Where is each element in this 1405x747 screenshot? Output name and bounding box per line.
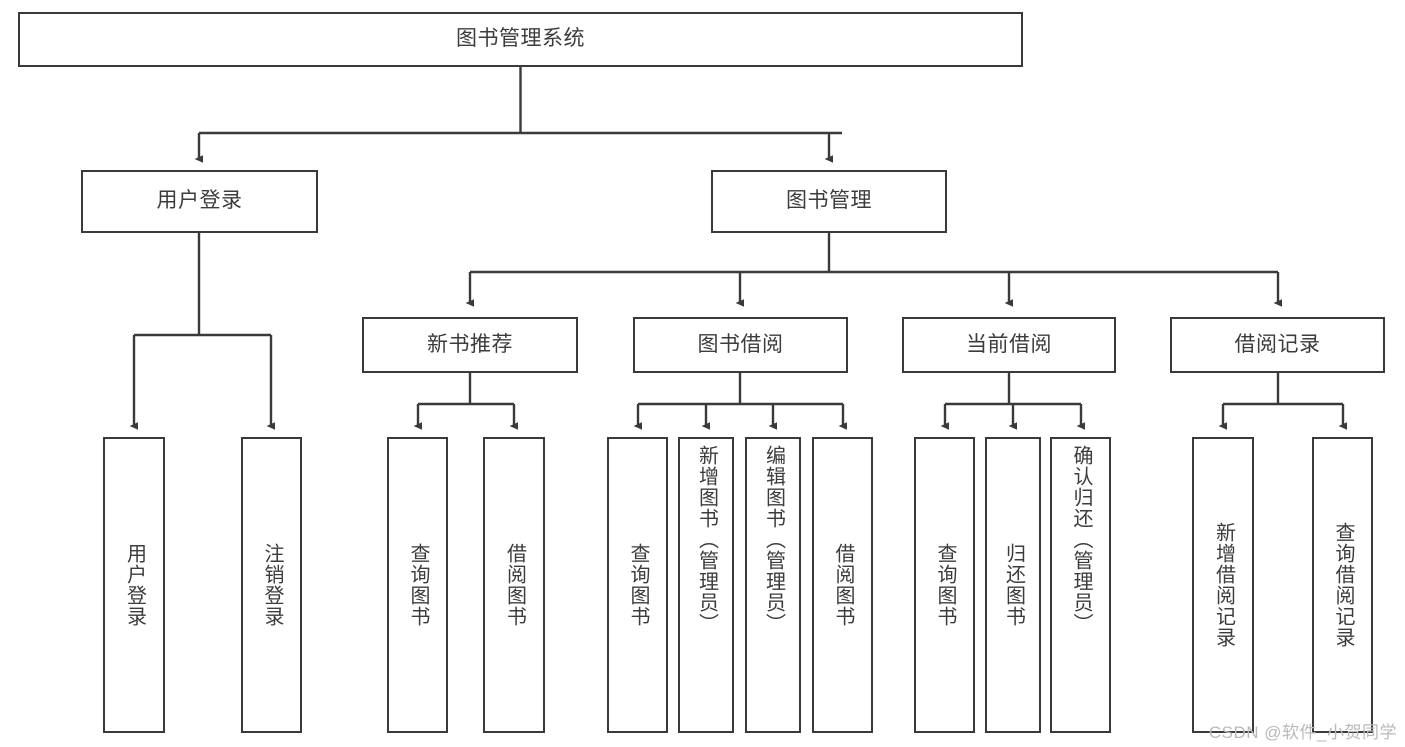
- node-root-book-management-system[interactable]: 图书管理系统: [18, 12, 1023, 67]
- node-label: 用户登录: [123, 543, 146, 627]
- node-user-login[interactable]: 用户登录: [81, 170, 318, 233]
- node-leaf-add-borrow-record[interactable]: 新增借阅记录: [1192, 437, 1254, 733]
- node-label: 归还图书: [1002, 543, 1025, 627]
- node-label: 图书借阅: [697, 332, 784, 356]
- node-leaf-query-book-2[interactable]: 查询图书: [607, 437, 668, 733]
- node-leaf-edit-book-admin[interactable]: 编辑图书（管理员）: [745, 437, 801, 733]
- node-label: 注销登录: [261, 543, 283, 627]
- node-label: 查询图书: [627, 543, 649, 627]
- node-label: 查询借阅记录: [1332, 522, 1354, 648]
- node-leaf-query-book-3[interactable]: 查询图书: [914, 437, 975, 733]
- node-borrow-record[interactable]: 借阅记录: [1170, 317, 1385, 373]
- node-label: 借阅记录: [1234, 332, 1321, 356]
- node-label: 图书管理系统: [456, 27, 585, 51]
- node-label: 借阅图书: [503, 543, 526, 627]
- node-leaf-user-login[interactable]: 用户登录: [103, 437, 165, 733]
- node-leaf-query-borrow-record[interactable]: 查询借阅记录: [1312, 437, 1373, 733]
- node-label: 查询图书: [407, 543, 429, 627]
- node-label: 新增借阅记录: [1212, 522, 1235, 648]
- node-book-borrow[interactable]: 图书借阅: [633, 317, 848, 373]
- node-leaf-return-book[interactable]: 归还图书: [985, 437, 1041, 733]
- watermark-text: CSDN @软件_小贺同学: [1208, 723, 1397, 742]
- node-leaf-add-book-admin[interactable]: 新增图书（管理员）: [678, 437, 734, 733]
- node-leaf-confirm-return-admin[interactable]: 确认归还（管理员）: [1050, 437, 1111, 733]
- node-label: 查询图书: [934, 543, 956, 627]
- node-new-book-recommend[interactable]: 新书推荐: [362, 317, 578, 373]
- node-label: 编辑图书（管理员）: [762, 445, 785, 634]
- node-label: 借阅图书: [832, 543, 854, 627]
- node-leaf-query-book-1[interactable]: 查询图书: [387, 437, 448, 733]
- node-leaf-borrow-book-2[interactable]: 借阅图书: [812, 437, 873, 733]
- node-leaf-logout-login[interactable]: 注销登录: [241, 437, 302, 733]
- node-label: 新书推荐: [427, 332, 513, 356]
- node-book-management[interactable]: 图书管理: [711, 170, 947, 233]
- node-label: 用户登录: [156, 189, 243, 213]
- node-label: 确认归还（管理员）: [1070, 445, 1092, 634]
- node-label: 当前借阅: [966, 332, 1052, 356]
- node-leaf-borrow-book-1[interactable]: 借阅图书: [483, 437, 545, 733]
- node-label: 新增图书（管理员）: [695, 445, 718, 634]
- node-label: 图书管理: [786, 189, 872, 213]
- node-current-borrow[interactable]: 当前借阅: [902, 317, 1116, 373]
